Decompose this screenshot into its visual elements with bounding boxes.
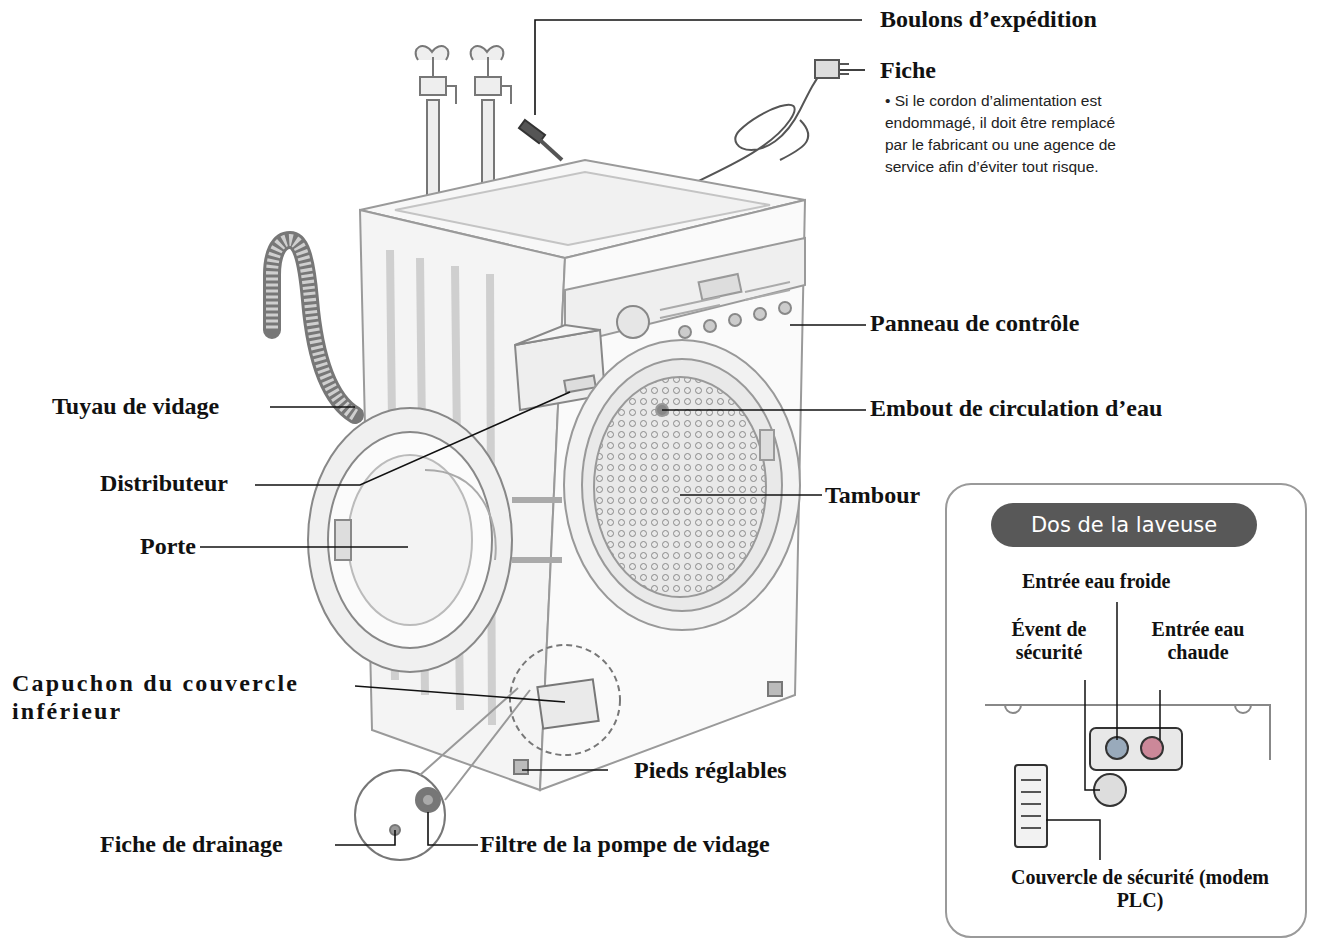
power-plug-part xyxy=(680,72,822,190)
leader-lines-part xyxy=(200,546,408,548)
bottom-cover-part xyxy=(422,794,434,806)
part-label: Distributeur xyxy=(100,470,228,498)
door-part xyxy=(425,470,496,560)
door-part xyxy=(335,520,351,560)
bottom-cover-part xyxy=(537,679,598,728)
washer-cabinet-part xyxy=(565,238,805,345)
leader-lines-part xyxy=(428,812,478,845)
door xyxy=(308,408,562,672)
inset-label: Entrée eau froide xyxy=(1022,570,1171,593)
part-label: Pieds réglables xyxy=(634,757,787,785)
leader-lines-part xyxy=(535,20,862,115)
washer-back xyxy=(985,705,1270,847)
drain-hose-part xyxy=(272,240,355,415)
leader-lines-part xyxy=(355,686,565,702)
door-part xyxy=(348,455,472,625)
inset-heading: Dos de la laveuse xyxy=(991,503,1257,547)
bottom-cover-part xyxy=(355,770,445,860)
inset-label: Entrée eau chaude xyxy=(1138,618,1258,664)
washer-back-part xyxy=(1141,737,1163,759)
washer-cabinet-part-part xyxy=(679,326,691,338)
leader-lines-part xyxy=(680,494,822,496)
leader-lines-part xyxy=(662,409,866,411)
washer-cabinet-part xyxy=(660,282,790,318)
inset-leader-lines xyxy=(1046,602,1160,860)
water-faucets-part xyxy=(475,77,501,95)
part-label: Filtre de la pompe de vidage xyxy=(480,831,770,859)
dispenser-drawer-part xyxy=(515,325,600,345)
leader-lines xyxy=(200,20,866,845)
drum-part xyxy=(564,340,800,630)
washer-cabinet-part-part xyxy=(754,308,766,320)
bottom-cover-part xyxy=(514,760,528,774)
water-faucets-part xyxy=(416,46,449,77)
power-plug xyxy=(680,60,849,190)
part-label: Fiche xyxy=(880,57,936,85)
bottom-cover xyxy=(355,645,782,860)
bottom-cover-part xyxy=(510,645,620,755)
washer-cabinet-part-part xyxy=(704,320,716,332)
inset-label: Couvercle de sécurité (modem PLC) xyxy=(1005,866,1275,912)
part-label: Embout de circulation d’eau xyxy=(870,395,1162,423)
door-part xyxy=(328,432,492,648)
washer-cabinet-part-part xyxy=(729,314,741,326)
water-faucets-part xyxy=(446,86,511,104)
part-label: Porte xyxy=(140,533,196,561)
leader-lines-part xyxy=(255,392,570,485)
part-label: Capuchon du couvercle inférieur xyxy=(12,670,357,725)
washer-back-part xyxy=(1005,705,1251,713)
inset-leader-lines-part xyxy=(1046,820,1100,860)
inset-leader-lines-part xyxy=(1085,680,1100,790)
part-label: Tambour xyxy=(825,482,920,510)
drain-hose-part xyxy=(272,240,355,415)
water-faucets-part xyxy=(471,46,504,77)
power-plug-part xyxy=(815,60,839,78)
part-label: Boulons d’expédition xyxy=(880,6,1097,34)
leader-lines-part xyxy=(790,324,866,326)
bottom-cover-part xyxy=(416,788,440,812)
inset-label: Évent de sécurité xyxy=(998,618,1100,664)
part-label: Fiche de drainage xyxy=(100,831,283,859)
leader-lines-part xyxy=(840,69,865,71)
leader-lines-part xyxy=(522,769,608,771)
warning-note: • Si le cordon d’alimentation est endomm… xyxy=(885,90,1125,178)
water-faucets-part xyxy=(427,100,439,195)
inset-leader-lines-part xyxy=(1116,602,1118,740)
power-plug-part xyxy=(780,120,808,160)
leader-lines-part xyxy=(270,406,355,408)
door-part xyxy=(512,500,562,560)
drum-part xyxy=(582,359,782,611)
water-faucets xyxy=(416,46,511,195)
washer-cabinet-part-part xyxy=(779,302,791,314)
bottom-cover-part xyxy=(768,682,782,696)
dispenser-drawer-part xyxy=(564,375,596,392)
drain-hose xyxy=(272,240,355,415)
washer-back-part xyxy=(1106,737,1128,759)
water-faucets-part xyxy=(420,77,446,95)
washer-back-part xyxy=(1021,780,1041,828)
leader-lines-part xyxy=(335,830,395,845)
drum-part xyxy=(760,430,774,460)
washer-cabinet-part xyxy=(617,302,791,338)
door-part xyxy=(308,408,512,672)
drum xyxy=(564,340,800,630)
shipping-bolt-part xyxy=(540,140,562,160)
part-label: Tuyau de vidage xyxy=(52,393,219,421)
washer-cabinet-part-part xyxy=(617,306,649,338)
washer-back-part xyxy=(1015,765,1047,847)
shipping-bolt xyxy=(519,120,562,160)
bottom-cover-part xyxy=(420,688,530,800)
part-label: Panneau de contrôle xyxy=(870,310,1079,338)
power-plug-part xyxy=(839,64,849,74)
inset-leader-lines-part xyxy=(1159,690,1161,740)
washer-cabinet-part xyxy=(699,274,742,300)
washer-back-part xyxy=(1090,728,1182,770)
